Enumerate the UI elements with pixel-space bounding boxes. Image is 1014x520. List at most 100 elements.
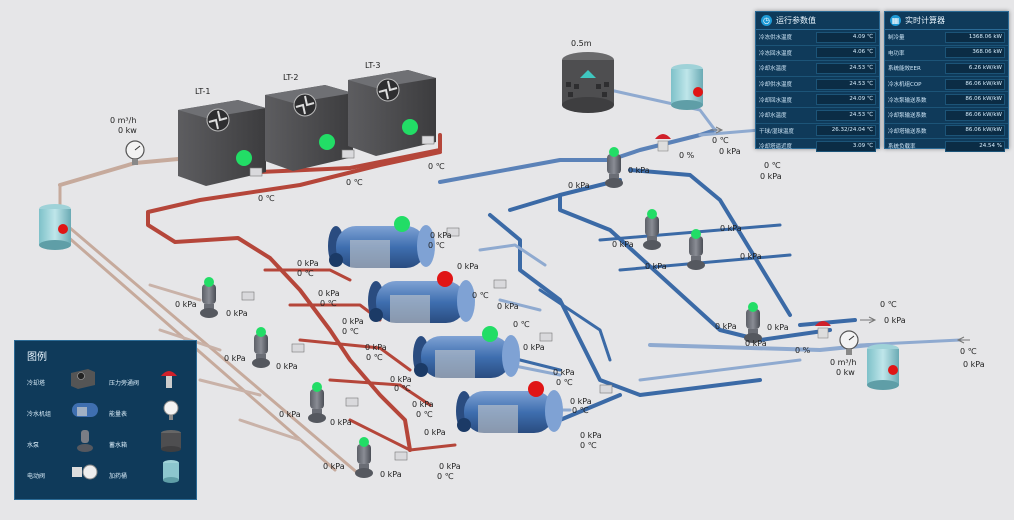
cooling-towers bbox=[178, 70, 436, 186]
pressure-reading: 0 kPa bbox=[568, 181, 590, 190]
chiller-icon bbox=[72, 403, 98, 417]
flow-power-right: 0 kw bbox=[836, 368, 855, 377]
energy-meter-left bbox=[125, 140, 145, 165]
pressure-reading: 0 kPa bbox=[553, 368, 575, 377]
legend-title: 图例 bbox=[27, 352, 47, 363]
dosing-tank-top-right bbox=[671, 64, 703, 110]
temp-reading: 0 ℃ bbox=[513, 320, 530, 329]
temp-reading: 0 ℃ bbox=[580, 441, 597, 450]
pressure-reading: 0 kPa bbox=[330, 418, 352, 427]
legend-label: 水泵 bbox=[27, 442, 40, 449]
legend-label: 冷却塔 bbox=[27, 380, 46, 387]
pipe-chilled-main bbox=[488, 213, 762, 397]
pressure-reading: 0 kPa bbox=[276, 362, 298, 371]
legend-label: 冷水机组 bbox=[27, 411, 52, 418]
motorized-valve-icon bbox=[72, 464, 98, 480]
temp-reading: 0 ℃ bbox=[428, 241, 445, 250]
temp-reading: 0 ℃ bbox=[416, 410, 433, 419]
temp-reading: 0 ℃ bbox=[764, 161, 781, 170]
pressure-reading: 0 kPa bbox=[884, 316, 906, 325]
pressure-reading: 0 kPa bbox=[760, 172, 782, 181]
calculator-icon: ▦ bbox=[890, 15, 901, 26]
tank-level: 0.5m bbox=[571, 39, 592, 48]
realtime-title: 实时计算器 bbox=[905, 16, 945, 25]
temp-reading: 0 ℃ bbox=[428, 162, 445, 171]
temp-reading: 0 ℃ bbox=[394, 384, 411, 393]
temp-reading: 0 ℃ bbox=[572, 406, 589, 415]
legend-label: 蓄水箱 bbox=[109, 442, 128, 449]
pipe-chilled-right bbox=[558, 193, 832, 342]
pressure-reading: 0 kPa bbox=[740, 252, 762, 261]
temp-reading: 0 ℃ bbox=[366, 353, 383, 362]
legend-panel: 图例 冷却塔 压力旁通阀 冷水机组 能量表 水泵 蓄水箱 电动阀 加药桶 bbox=[14, 340, 197, 500]
pressure-reading: 0 kPa bbox=[430, 231, 452, 240]
flow-power-left: 0 kw bbox=[118, 126, 137, 135]
pressure-reading: 0 kPa bbox=[570, 397, 592, 406]
pressure-reading: 0 kPa bbox=[424, 428, 446, 437]
pressure-reading: 0 kPa bbox=[580, 431, 602, 440]
legend-label: 电动阀 bbox=[27, 473, 46, 480]
cooling-tower-icon bbox=[71, 369, 95, 389]
pressure-reading: 0 kPa bbox=[612, 240, 634, 249]
pump-icon bbox=[77, 430, 93, 452]
pressure-reading: 0 kPa bbox=[323, 462, 345, 471]
pressure-bypass-valve-top bbox=[655, 134, 671, 152]
dosing-tank-icon bbox=[163, 460, 179, 483]
pressure-reading: 0 kPa bbox=[297, 259, 319, 268]
pressure-bypass-valve-bottom bbox=[815, 321, 831, 339]
flow-rate-right: 0 m³/h bbox=[830, 358, 857, 367]
legend-label: 能量表 bbox=[109, 411, 128, 418]
temp-reading: 0 ℃ bbox=[342, 327, 359, 336]
pressure-reading: 0 kPa bbox=[767, 323, 789, 332]
pressure-reading: 0 kPa bbox=[439, 462, 461, 471]
tower-label-2: LT-2 bbox=[283, 73, 299, 82]
pressure-reading: 0 kPa bbox=[318, 289, 340, 298]
temp-reading: 0 ℃ bbox=[297, 269, 314, 278]
temp-reading: 0 ℃ bbox=[437, 472, 454, 481]
run-params-title: 运行参数值 bbox=[776, 16, 816, 25]
gauge-icon: ◷ bbox=[761, 15, 772, 26]
pressure-reading: 0 kPa bbox=[497, 302, 519, 311]
storage-tank bbox=[562, 52, 614, 113]
legend-label: 加药桶 bbox=[109, 473, 128, 480]
pressure-reading: 0 kPa bbox=[279, 410, 301, 419]
tower-label-3: LT-3 bbox=[365, 61, 381, 70]
pressure-reading: 0 kPa bbox=[457, 262, 479, 271]
temp-reading: 0 ℃ bbox=[472, 291, 489, 300]
pressure-reading: 0 kPa bbox=[963, 360, 985, 369]
temp-reading: 0 ℃ bbox=[258, 194, 275, 203]
motorized-valves bbox=[241, 135, 613, 461]
pressure-reading: 0 kPa bbox=[175, 300, 197, 309]
temp-reading: 0 ℃ bbox=[712, 136, 729, 145]
temp-reading: 0 ℃ bbox=[960, 347, 977, 356]
pressure-reading: 0 kPa bbox=[390, 375, 412, 384]
dosing-tank-bottom-right bbox=[867, 344, 899, 390]
pressure-reading: 0 kPa bbox=[628, 166, 650, 175]
pressure-reading: 0 kPa bbox=[380, 470, 402, 479]
pressure-reading: 0 kPa bbox=[720, 224, 742, 233]
temp-reading: 0 ℃ bbox=[880, 300, 897, 309]
pressure-reading: 0 kPa bbox=[365, 343, 387, 352]
pressure-reading: 0 kPa bbox=[523, 343, 545, 352]
pressure-reading: 0 kPa bbox=[645, 262, 667, 271]
pressure-reading: 0 kPa bbox=[226, 309, 248, 318]
pressure-reading: 0 kPa bbox=[224, 354, 246, 363]
pressure-valve-icon bbox=[161, 371, 177, 388]
temp-reading: 0 ℃ bbox=[346, 178, 363, 187]
energy-meter-icon bbox=[163, 400, 179, 420]
pumps bbox=[200, 147, 762, 478]
